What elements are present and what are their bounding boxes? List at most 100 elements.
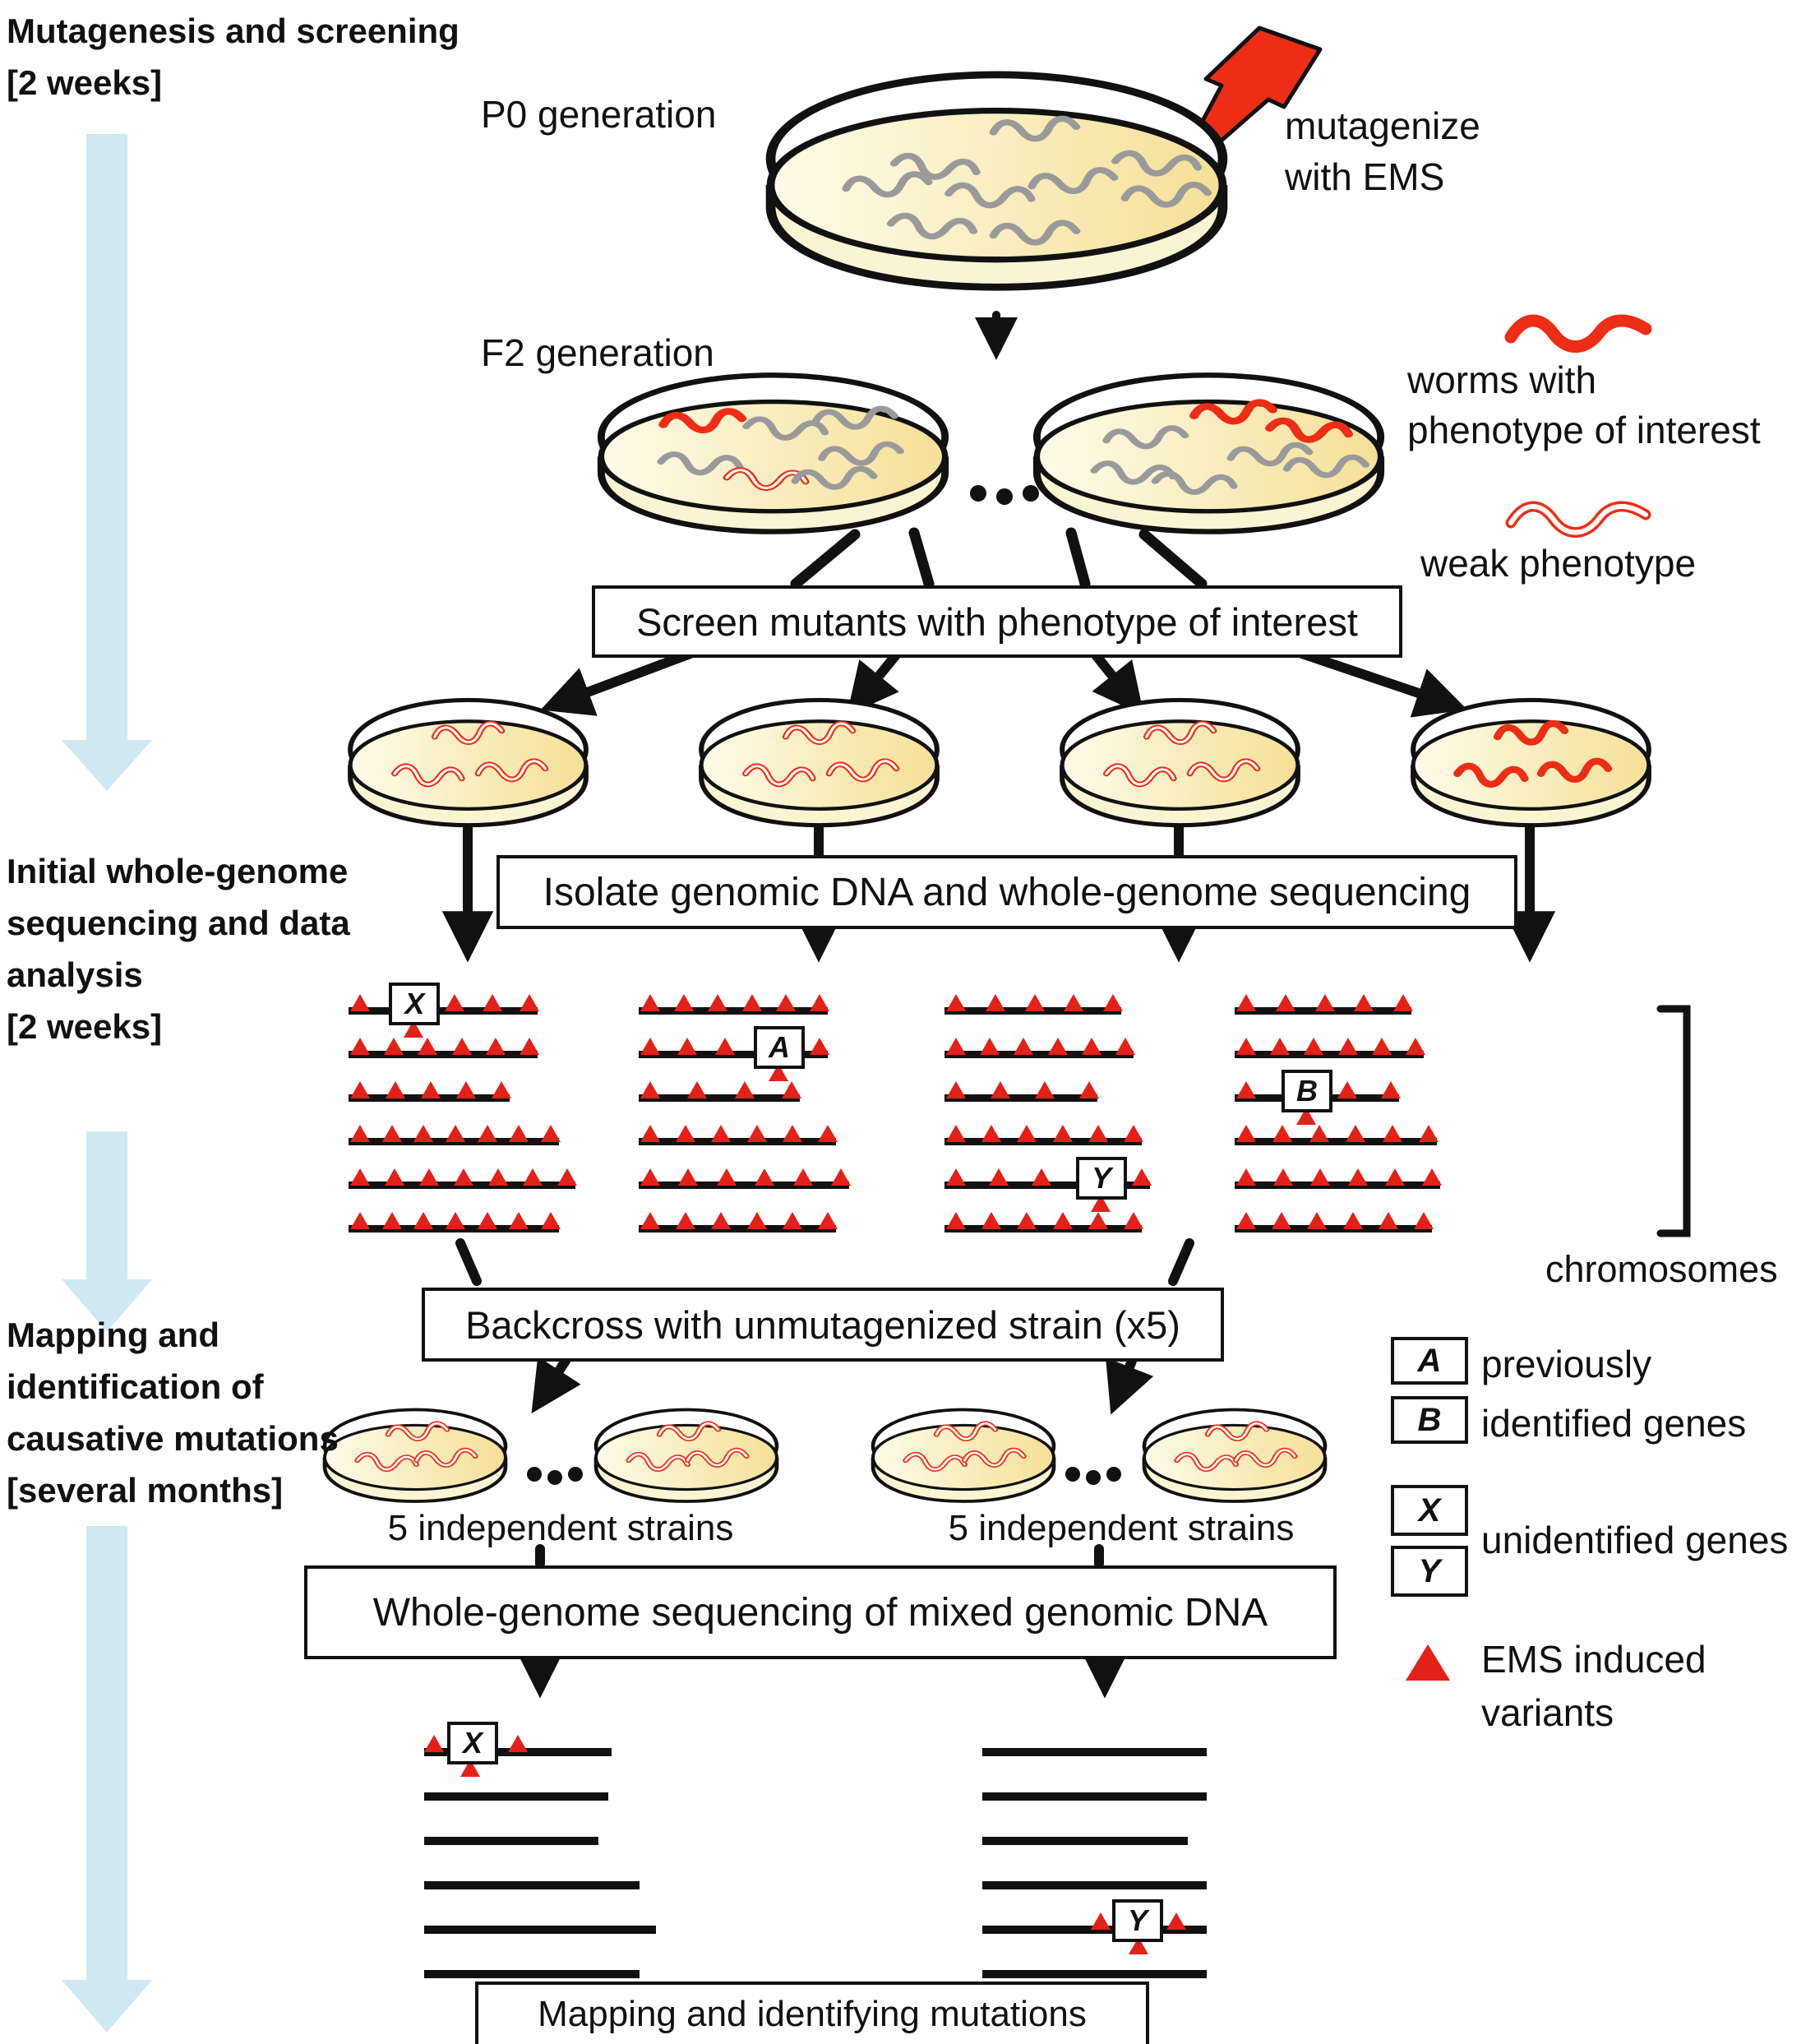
mapped-read-line [982, 1970, 1207, 1978]
mapped-read-row [982, 1733, 1207, 1784]
legend-ems-label: EMS induced variants [1481, 1638, 1706, 1735]
ems-variant-triangle-icon [1406, 1038, 1425, 1055]
chromosome [349, 1165, 577, 1216]
worm-weak [1204, 1421, 1270, 1441]
ems-variant-triangle-icon [981, 1212, 1002, 1229]
mapped-read-line [982, 1748, 1207, 1756]
gene-label-a: A [754, 1026, 805, 1069]
ems-variant-triangle-icon [1270, 1038, 1291, 1055]
gene-label-x: X [389, 983, 441, 1025]
worm-weak [656, 1421, 722, 1441]
legend-previously-label: previously [1481, 1343, 1652, 1385]
ems-variant-triangle-icon [991, 1081, 1010, 1098]
chromosome [1235, 1165, 1442, 1216]
mapped-read-line [424, 1792, 608, 1801]
arrow-f2-to-screenbox-4 [1138, 529, 1208, 590]
ems-variant-triangle-icon [424, 1735, 444, 1752]
strains-ellipsis-dot [547, 1470, 562, 1485]
worm-weak [933, 1421, 999, 1441]
ems-variant-triangle-icon [677, 1038, 698, 1055]
worm-weak [825, 758, 900, 783]
chromosome-line [639, 1182, 849, 1189]
ems-variant-triangle-icon [831, 1168, 851, 1186]
arrow-f2-to-screenbox-3 [1065, 527, 1091, 590]
strains-ellipsis-dot [1086, 1470, 1101, 1485]
worm-gray [811, 405, 898, 430]
chromosome [639, 1165, 851, 1216]
ems-variant-triangle-icon [1393, 994, 1413, 1011]
ems-variant-triangle-icon [557, 1168, 577, 1186]
worm-gray [886, 212, 978, 240]
ems-variant-triangle-icon [350, 1081, 370, 1098]
worm-weak [1186, 758, 1261, 783]
worm-gray [889, 153, 981, 180]
ems-variant-triangle-icon [716, 1168, 737, 1186]
ems-variant-triangle-icon [1115, 1038, 1135, 1055]
ems-variant-triangle-icon [792, 1168, 813, 1186]
ems-variant-triangle-icon [1081, 1038, 1101, 1055]
ems-variant-triangle-icon [1272, 1125, 1293, 1142]
f2-ellipsis-dot [1023, 485, 1039, 502]
arrow-screenbox-to-dish-2 [847, 647, 903, 716]
backcross-dish-1 [319, 1408, 511, 1511]
arrow-f2-to-screenbox-2 [908, 527, 935, 590]
chromosome [944, 1078, 1099, 1129]
ems-variant-triangle-icon [454, 1168, 473, 1186]
legend-identified-label: identified genes [1481, 1402, 1747, 1445]
ems-variant-triangle-icon [782, 1212, 802, 1229]
chromosome-line [944, 1051, 1134, 1058]
ems-variant-triangle-icon [413, 1125, 434, 1142]
ems-variant-triangle-icon [640, 1081, 660, 1098]
timeline-arrow-2 [62, 1131, 152, 1332]
worm-red [1189, 399, 1277, 425]
chromosome [349, 1209, 561, 1260]
chromosome [349, 1121, 561, 1172]
worm-weak [354, 1451, 419, 1473]
mapped-read-line [982, 1881, 1207, 1889]
chromosome-line [639, 1138, 836, 1145]
ems-variant-triangle-icon [1337, 1038, 1358, 1055]
ems-variant-triangle-icon [640, 994, 660, 1011]
ems-variant-triangle-icon [985, 994, 1005, 1011]
mapped-read-row [982, 1822, 1188, 1873]
arrow-chrom-to-backcross-1 [455, 1238, 482, 1286]
f2-dish-2 [1026, 372, 1392, 548]
ems-variant-triangle-icon [714, 1038, 735, 1055]
mapped-read-row [982, 1778, 1207, 1829]
ems-variant-triangle-icon [810, 994, 829, 1011]
ems-variant-triangle-icon [413, 1212, 434, 1229]
phase-label-sequencing: Initial whole-genome sequencing and data… [7, 852, 350, 1046]
chromosome [349, 1078, 511, 1129]
mapped-read-row [982, 1955, 1207, 2006]
ems-variant-triangle-icon [640, 1125, 660, 1142]
ems-variant-triangle-icon [482, 994, 502, 1011]
worm-red [1453, 762, 1529, 788]
chromosome: A [639, 1026, 829, 1085]
ems-variant-triangle-icon [946, 1212, 966, 1229]
arrow-screenbox-to-dish-3 [1088, 647, 1144, 716]
mapped-read-row [424, 1778, 608, 1829]
ems-variant-triangle-icon [477, 1212, 497, 1229]
mapped-read-row: X [424, 1722, 612, 1784]
ems-variant-triangle-icon [1307, 1212, 1328, 1229]
ems-variant-triangle-icon [946, 1168, 966, 1186]
chromosome: B [1235, 1070, 1401, 1129]
ems-variant-triangle-icon [980, 1038, 1000, 1055]
ems-variant-triangle-icon [1309, 1125, 1329, 1142]
worm-gray [791, 465, 878, 490]
ems-variant-triangle-icon [746, 1125, 767, 1142]
ems-variant-triangle-icon [676, 1125, 696, 1142]
ems-variant-triangle-icon [711, 1125, 732, 1142]
ems-variant-triangle-icon [451, 1038, 472, 1055]
worm-red [658, 408, 747, 434]
ems-variant-triangle-icon [1064, 994, 1084, 1011]
chromosome-line [1235, 1182, 1440, 1189]
ems-variant-triangle-icon [1406, 1644, 1450, 1681]
mapped-read-line [424, 1926, 656, 1934]
ems-variant-triangle-icon [1272, 1212, 1292, 1229]
chromosome-line [639, 1094, 800, 1102]
ems-variant-triangle-icon [676, 1212, 696, 1229]
mapped-read-line [424, 1970, 640, 1978]
